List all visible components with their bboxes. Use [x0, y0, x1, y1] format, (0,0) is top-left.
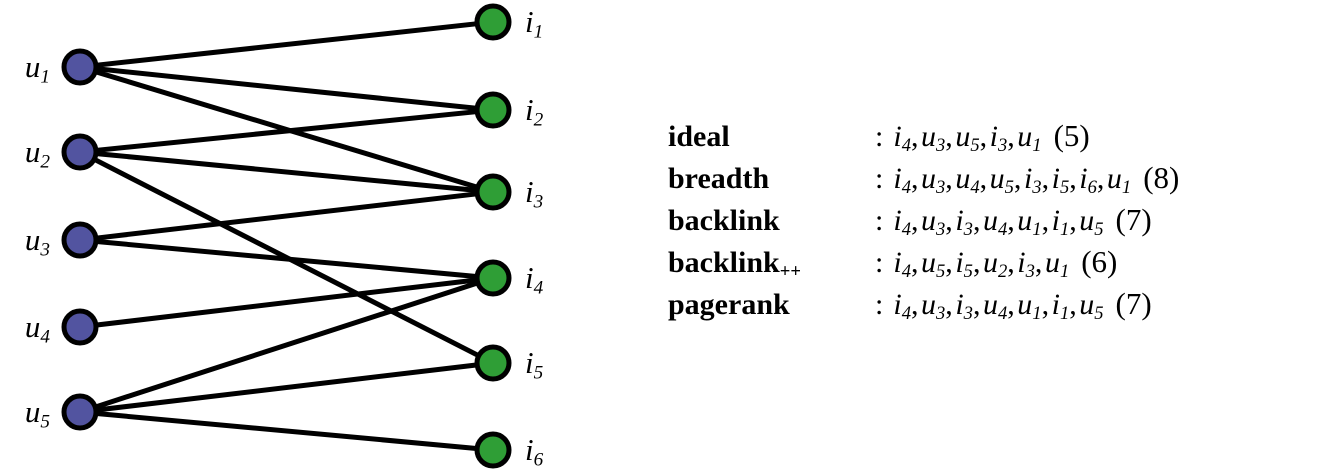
graph-edge	[97, 151, 476, 193]
item-label-i1: i1	[525, 4, 544, 43]
item-label-i3: i3	[525, 174, 544, 213]
user-node-u1[interactable]	[61, 48, 99, 86]
ranking-row: breadth: i4, u3, u4, u5, i3, i5, i6, u1 (8…	[668, 160, 1318, 202]
graph-edge	[97, 239, 476, 279]
ranking-separator: :	[875, 246, 884, 279]
ranking-method-name: backlink	[668, 204, 780, 237]
ranking-row: backlink: i4, u3, i3, u4, u1, i1, u5 (7)	[668, 202, 1318, 244]
graph-edge	[97, 109, 476, 153]
bipartite-graph-canvas	[61, 3, 512, 469]
user-label-u2: u2	[24, 134, 50, 173]
item-node-i4[interactable]	[474, 259, 512, 297]
user-node-u4[interactable]	[61, 308, 99, 346]
ranking-sequence: i4, u3, i3, u4, u1, i1, u5	[893, 288, 1104, 325]
user-node-u3[interactable]	[61, 221, 99, 259]
graph-edge	[96, 281, 477, 409]
user-label-u1: u1	[24, 49, 50, 88]
ranking-separator: :	[875, 120, 884, 153]
graph-edge	[97, 191, 476, 241]
user-label-u3: u3	[24, 222, 50, 261]
nodes-group	[61, 3, 512, 469]
user-node-u2[interactable]	[61, 133, 99, 171]
user-node-u5[interactable]	[61, 393, 99, 431]
user-label-u4: u4	[24, 309, 50, 348]
ranking-sequence: i4, u3, i3, u4, u1, i1, u5	[893, 204, 1104, 241]
ranking-row: ideal: i4, u3, u5, i3, u1 (5)	[668, 118, 1318, 160]
graph-edge	[97, 66, 476, 111]
ranking-length-count: (8)	[1143, 160, 1180, 195]
ranking-separator: :	[875, 288, 884, 321]
ranking-method-name: breadth	[668, 162, 770, 195]
item-node-i6[interactable]	[474, 431, 512, 469]
ranking-length-count: (7)	[1115, 202, 1152, 237]
ranking-list-panel: ideal: i4, u3, u5, i3, u1 (5) breadth: i4, u…	[668, 118, 1318, 328]
ranking-row: backlink++: i4, u5, i5, u2, i3, u1 (6)	[668, 244, 1318, 286]
edges-group	[94, 21, 479, 451]
ranking-method-name: backlink++	[668, 246, 801, 282]
item-label-i6: i6	[525, 432, 544, 471]
item-node-i5[interactable]	[474, 344, 512, 382]
ranking-length-count: (6)	[1081, 244, 1118, 279]
graph-edge	[97, 21, 476, 68]
graph-edge	[97, 411, 476, 451]
user-label-u5: u5	[24, 394, 50, 433]
ranking-separator: :	[875, 162, 884, 195]
item-label-i2: i2	[525, 92, 544, 131]
graph-edge	[97, 277, 476, 328]
ranking-sequence: i4, u3, u4, u5, i3, i5, i6, u1	[893, 162, 1132, 199]
item-node-i1[interactable]	[474, 3, 512, 41]
ranking-separator: :	[875, 204, 884, 237]
item-node-i2[interactable]	[474, 91, 512, 129]
item-label-i4: i4	[525, 260, 544, 299]
ranking-length-count: (7)	[1115, 286, 1152, 321]
graph-edge	[97, 362, 476, 413]
ranking-method-name: pagerank	[668, 288, 790, 321]
ranking-method-name: ideal	[668, 120, 730, 153]
ranking-sequence: i4, u5, i5, u2, i3, u1	[893, 246, 1070, 283]
ranking-length-count: (5)	[1053, 118, 1090, 153]
item-label-i5: i5	[525, 345, 544, 384]
ranking-row: pagerank: i4, u3, i3, u4, u1, i1, u5 (7)	[668, 286, 1318, 328]
ranking-sequence: i4, u3, u5, i3, u1	[893, 120, 1042, 157]
item-node-i3[interactable]	[474, 173, 512, 211]
